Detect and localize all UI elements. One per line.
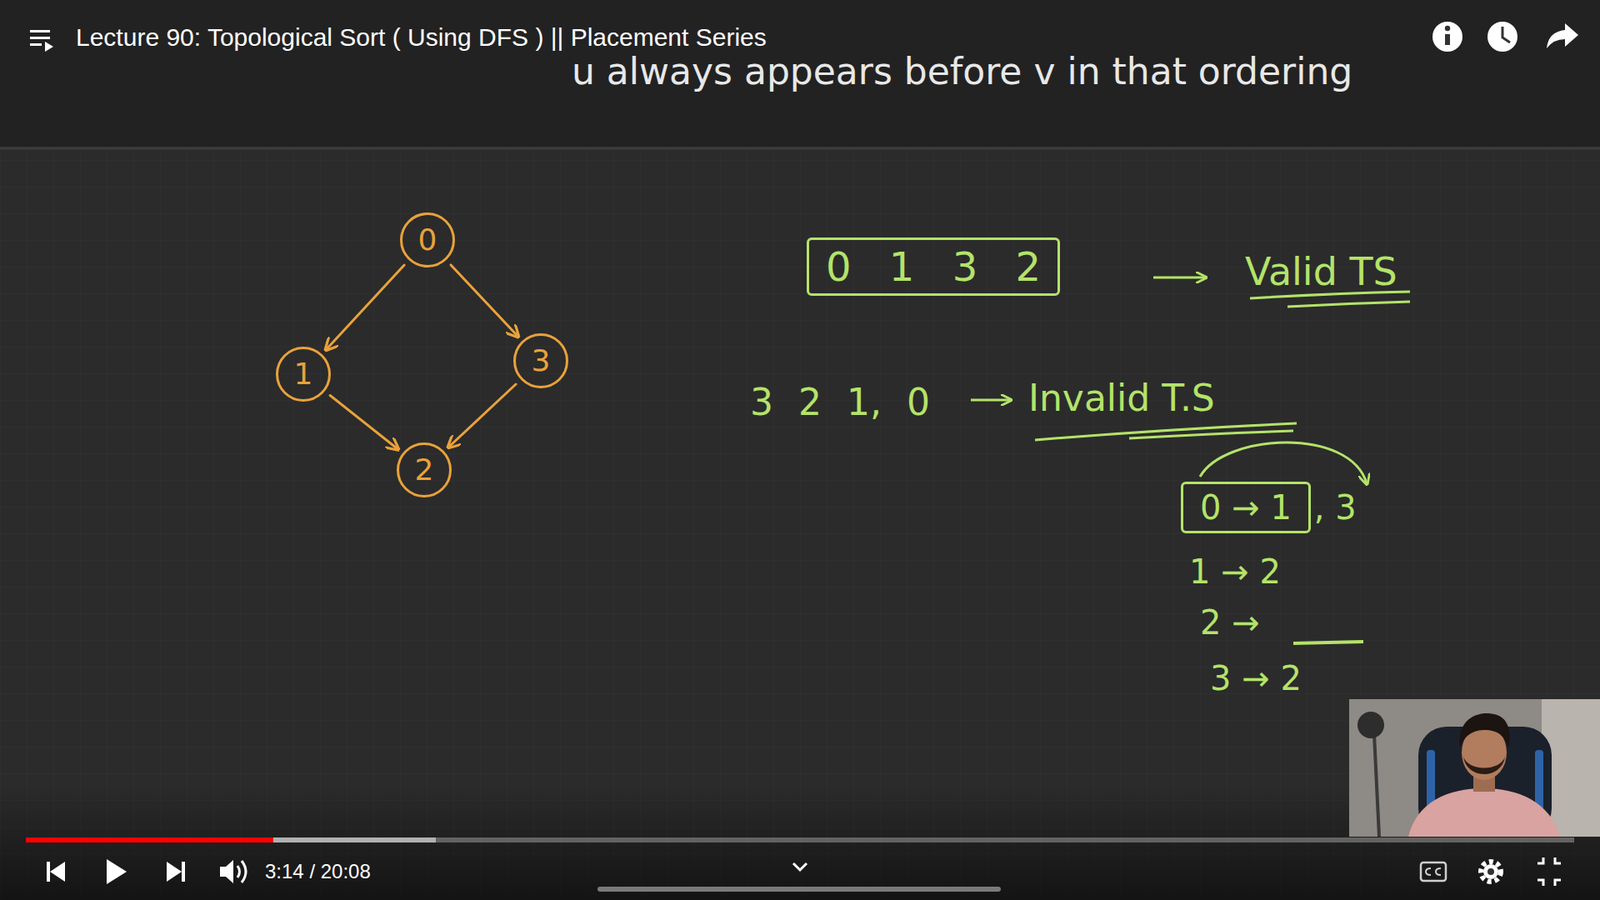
graph-vertex: 2 bbox=[396, 442, 452, 498]
cc-mark bbox=[1425, 868, 1441, 875]
info-dot bbox=[1445, 25, 1450, 31]
node-label: 0 → 1 bbox=[1200, 489, 1292, 526]
graph-edge bbox=[450, 265, 518, 336]
graph-vertex: 3 bbox=[513, 333, 569, 389]
ordering-text: 3 2 1, 0 bbox=[750, 381, 930, 425]
prev-icon bbox=[46, 861, 65, 882]
webcam-frame bbox=[1349, 699, 1600, 837]
result-arrow bbox=[1153, 276, 1205, 280]
playlist-line bbox=[30, 30, 50, 33]
curved-arrow bbox=[1200, 442, 1367, 484]
settings-icon bbox=[1480, 861, 1501, 882]
watch-later-icon bbox=[1487, 21, 1518, 52]
progress-buffer bbox=[25, 837, 436, 843]
chevron-icon bbox=[793, 863, 807, 870]
light-head bbox=[1357, 711, 1385, 739]
node-label: 2 bbox=[415, 453, 435, 487]
next-icon bbox=[166, 861, 185, 882]
ordering-box: 0 1 3 2 bbox=[806, 237, 1060, 297]
node-label: 0 1 3 2 bbox=[825, 245, 1041, 290]
top-band bbox=[0, 0, 1600, 147]
fullscreen-exit-icon bbox=[1537, 857, 1561, 886]
graph-edge bbox=[326, 265, 405, 350]
underline bbox=[1287, 301, 1410, 307]
cc-frame bbox=[1420, 862, 1446, 881]
info-icon bbox=[1432, 21, 1463, 52]
result-label: Invalid T.S bbox=[1028, 377, 1215, 420]
play-icon bbox=[106, 859, 127, 885]
playlist-icon bbox=[30, 30, 54, 52]
graph-vertex: 0 bbox=[400, 212, 455, 268]
playlist-line bbox=[30, 36, 50, 40]
volume-icon bbox=[220, 860, 246, 884]
time-display: 3:14 / 20:08 bbox=[265, 860, 371, 884]
band-separator bbox=[0, 147, 1600, 150]
graph-edge bbox=[330, 395, 398, 449]
clock-hands bbox=[1502, 26, 1510, 43]
sound-wave bbox=[237, 865, 240, 878]
adjacency-entry: 3 → 2 bbox=[1210, 659, 1302, 698]
adjacency-entry: 2 → bbox=[1200, 603, 1260, 642]
adjacency-box: 0 → 1 bbox=[1180, 481, 1311, 534]
underline bbox=[1035, 423, 1297, 440]
person-hair bbox=[1459, 713, 1510, 749]
playlist-line bbox=[30, 43, 42, 46]
clock-face bbox=[1487, 21, 1518, 52]
heading-note: u always appears before v in that orderi… bbox=[571, 50, 1353, 94]
next-triangle bbox=[166, 861, 182, 882]
adjacency-entry: 1 → 2 bbox=[1189, 552, 1281, 591]
adjacency-entry: , 3 bbox=[1314, 488, 1357, 527]
info-stem bbox=[1445, 34, 1450, 45]
result-label: Valid TS bbox=[1245, 250, 1398, 295]
next-bar bbox=[181, 861, 185, 882]
progress-played bbox=[25, 837, 274, 843]
node-label: 0 bbox=[418, 223, 438, 257]
empty-list-line bbox=[1293, 641, 1364, 644]
share-icon bbox=[1546, 23, 1579, 49]
graph-edge bbox=[449, 384, 516, 447]
webcam-feed bbox=[1349, 699, 1600, 837]
speaker bbox=[220, 860, 234, 884]
person-shirt bbox=[1408, 788, 1560, 837]
person-beard bbox=[1463, 756, 1505, 775]
result-arrow bbox=[970, 399, 1010, 402]
graph-vertex: 1 bbox=[275, 346, 331, 402]
prev-triangle bbox=[50, 861, 65, 882]
underline bbox=[1129, 430, 1294, 439]
node-label: 3 bbox=[531, 344, 551, 378]
video-title: Lecture 90: Topological Sort ( Using DFS… bbox=[75, 23, 767, 53]
node-label: 1 bbox=[294, 357, 314, 391]
gear-body bbox=[1483, 864, 1499, 880]
playlist-play bbox=[45, 41, 54, 52]
info-circle bbox=[1432, 21, 1463, 52]
prev-bar bbox=[46, 861, 50, 882]
progress-track bbox=[25, 837, 1575, 843]
sheet-handle bbox=[600, 886, 999, 892]
gear-teeth bbox=[1480, 861, 1501, 882]
cc-icon bbox=[1420, 862, 1446, 881]
sound-wave bbox=[241, 860, 246, 883]
gear-hole bbox=[1487, 868, 1495, 875]
